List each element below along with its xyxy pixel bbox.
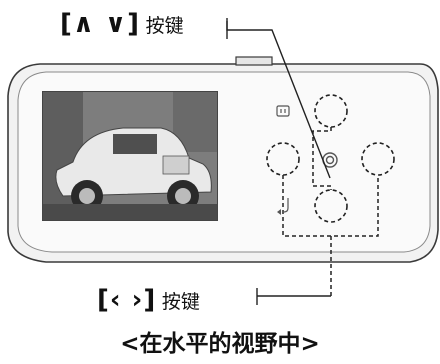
updown-key-text: 按键: [145, 15, 184, 37]
pause-icon: [276, 105, 290, 117]
updown-connector: [312, 127, 332, 190]
orientation-caption: <在水平的视野中>: [120, 331, 320, 357]
taxi-car-image: [43, 92, 217, 220]
leftright-key-label: [‹ ›] 按键: [97, 287, 200, 313]
updown-key-symbol: [∧ ∨]: [60, 9, 141, 39]
down-key-marker: [314, 189, 348, 223]
right-key-marker: [361, 142, 395, 176]
top-button: [235, 56, 273, 66]
leftright-key-symbol: [‹ ›]: [97, 285, 157, 315]
return-arrow-icon: [277, 198, 289, 215]
updown-key-label: [∧ ∨] 按键: [60, 11, 184, 37]
leftright-key-text: 按键: [161, 291, 200, 313]
screen-photo: [42, 91, 218, 221]
